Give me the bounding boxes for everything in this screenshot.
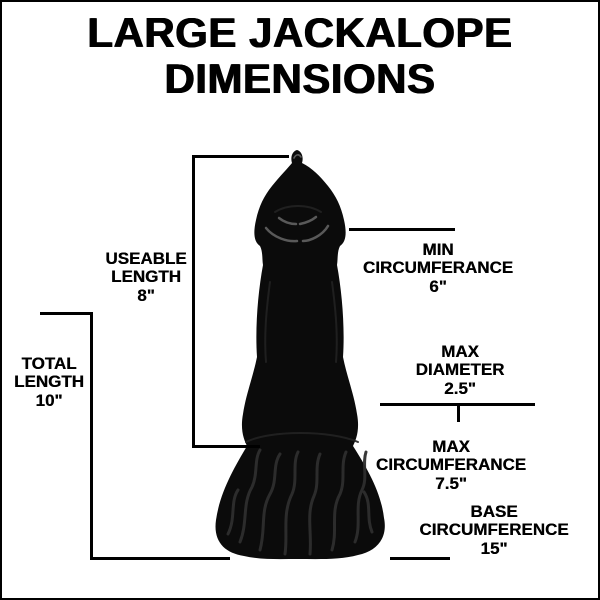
useable-length-bottom-line (192, 445, 260, 448)
total-length-value: 10" (35, 390, 63, 410)
max-circumference-label: MAX CIRCUMFERANCE 7.5" (375, 437, 527, 493)
page-title-line1: LARGE JACKALOPE (87, 9, 513, 56)
total-length-vertical-line (90, 312, 93, 559)
max-diameter-label-line2: DIAMETER (415, 360, 505, 380)
product-illustration (215, 150, 385, 560)
total-length-label-line2: LENGTH (14, 372, 84, 392)
total-length-bottom-line (90, 557, 230, 560)
page-title-line2: DIMENSIONS (164, 55, 436, 103)
page-title: LARGE JACKALOPE DIMENSIONS (2, 9, 598, 103)
base-circumference-label: BASE CIRCUMFERENCE 15" (419, 502, 569, 558)
useable-length-value: 8" (137, 285, 155, 305)
base-circumference-label-line2: CIRCUMFERENCE (419, 520, 569, 540)
base-circumference-line (390, 557, 450, 560)
min-circumference-label-line1: MIN (422, 240, 454, 259)
max-circumference-value: 7.5" (435, 473, 467, 493)
useable-length-label-line1: USEABLE (105, 249, 187, 268)
useable-length-vertical-line (192, 155, 195, 448)
base-circumference-label-line1: BASE (470, 502, 518, 521)
max-diameter-label: MAX DIAMETER 2.5" (415, 342, 505, 398)
max-diameter-tick-line (457, 403, 460, 422)
max-circumference-label-line2: CIRCUMFERANCE (375, 455, 527, 475)
min-circumference-label-line2: CIRCUMFERANCE (362, 258, 514, 278)
max-diameter-value: 2.5" (444, 378, 476, 398)
total-length-label-line1: TOTAL (21, 354, 77, 373)
min-circumference-value: 6" (429, 276, 447, 296)
max-circumference-label-line1: MAX (432, 437, 470, 456)
useable-length-label: USEABLE LENGTH 8" (105, 249, 187, 305)
total-length-label: TOTAL LENGTH 10" (14, 354, 84, 410)
product-head-highlights (264, 154, 330, 243)
product-shaft-shading (245, 205, 359, 443)
useable-length-top-line (192, 155, 289, 158)
max-diameter-label-line1: MAX (441, 342, 479, 361)
min-circumference-label: MIN CIRCUMFERANCE 6" (362, 240, 514, 296)
total-length-tick-line (40, 312, 92, 315)
min-circumference-line (349, 228, 455, 231)
base-circumference-value: 15" (480, 538, 508, 558)
useable-length-label-line2: LENGTH (111, 267, 181, 287)
product-fur-texture (226, 448, 374, 556)
